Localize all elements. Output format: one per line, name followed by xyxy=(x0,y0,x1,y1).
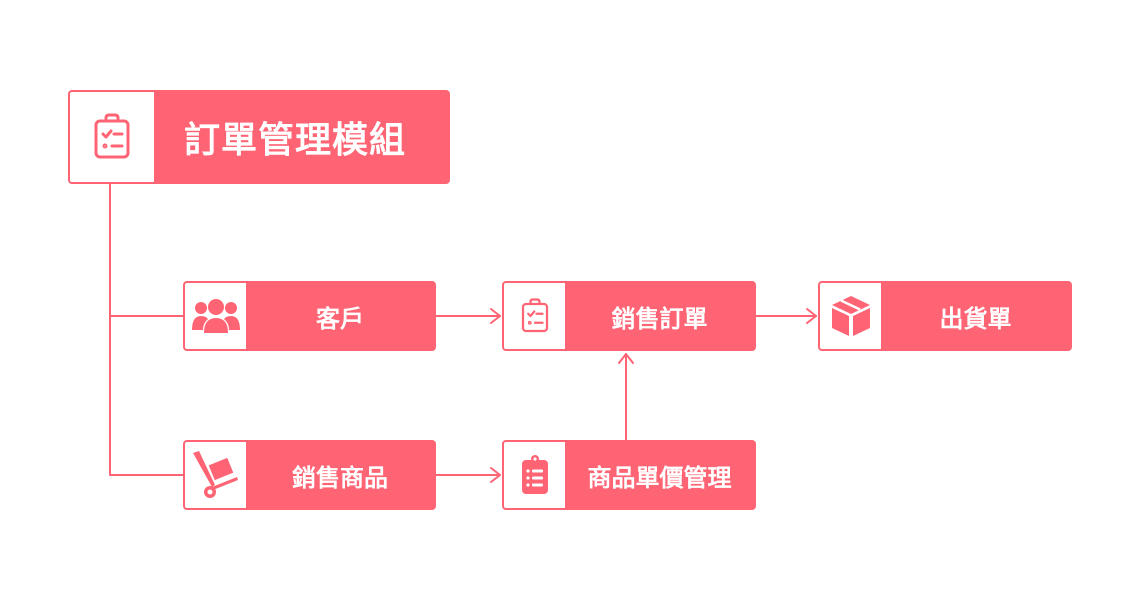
edge-sales-order-to-delivery-note-arrowhead xyxy=(806,308,817,324)
hand-truck-icon xyxy=(192,451,238,498)
edge-root-to-customer xyxy=(109,183,184,317)
delivery-note-icon-box xyxy=(820,283,881,349)
sales-product-icon-box xyxy=(185,442,246,508)
clipboard-list-icon xyxy=(521,455,548,494)
sales-product-label: 銷售商品 xyxy=(292,463,388,492)
customer-icon-box xyxy=(185,283,246,349)
node-delivery-note[interactable]: 出貨單 xyxy=(818,281,1072,351)
edge-customer-to-sales-order-arrowhead xyxy=(490,308,501,324)
node-price-management[interactable]: 商品單價管理 xyxy=(502,440,756,510)
edge-sales-product-to-price-management-arrowhead xyxy=(490,467,501,483)
customer-label: 客戶 xyxy=(316,304,364,333)
box-icon xyxy=(831,296,870,336)
root-icon-box xyxy=(70,92,154,182)
clipboard-check-icon xyxy=(521,298,548,333)
node-sales-order[interactable]: 銷售訂單 xyxy=(502,281,756,351)
delivery-note-label: 出貨單 xyxy=(939,304,1012,333)
users-icon xyxy=(191,299,240,333)
price-management-icon-box xyxy=(504,442,565,508)
edge-price-management-to-sales-order-arrowhead xyxy=(618,353,634,364)
node-customer[interactable]: 客戶 xyxy=(183,281,436,351)
root-label: 訂單管理模組 xyxy=(184,120,407,161)
edge-root-to-sales-product xyxy=(109,315,184,476)
sales-order-icon-box xyxy=(504,283,565,349)
node-sales-product[interactable]: 銷售商品 xyxy=(183,440,436,510)
price-management-label: 商品單價管理 xyxy=(587,463,732,492)
sales-order-label: 銷售訂單 xyxy=(611,304,708,333)
root-node[interactable]: 訂單管理模組 xyxy=(68,90,450,184)
clipboard-check-icon xyxy=(94,113,130,159)
